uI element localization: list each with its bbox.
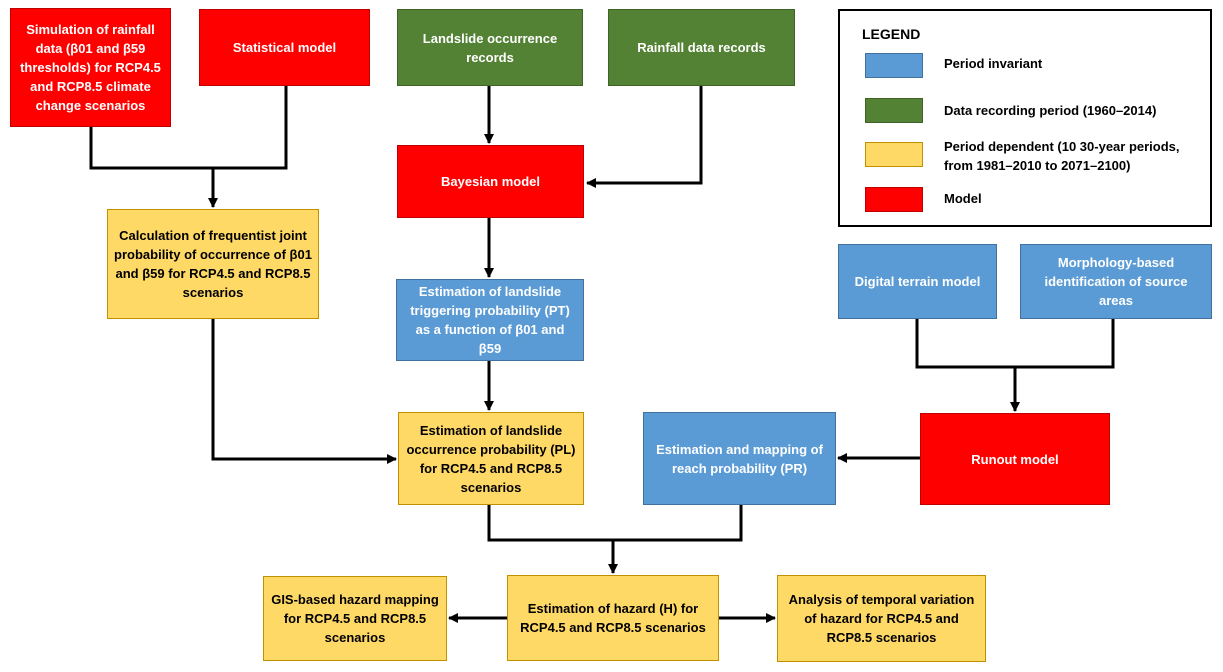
edge-dtm-to-runout — [915, 319, 1015, 369]
edge-occurrence-to-hazard — [487, 505, 613, 542]
node-landslide-records-label: Landslide occurrence records — [422, 30, 558, 65]
node-source-areas-label: Morphology-based identification of sourc… — [1044, 255, 1188, 308]
node-hazard-label: Estimation of hazard (H) for RCP4.5 and … — [520, 601, 706, 635]
node-reach-probability: Estimation and mapping of reach probabil… — [643, 412, 836, 505]
legend-swatch-model — [865, 187, 923, 212]
legend-label-period-dependent: Period dependent (10 30-year periods, fr… — [944, 139, 1180, 173]
legend-label-data-recording: Data recording period (1960–2014) — [944, 103, 1157, 118]
node-temporal-analysis-label: Analysis of temporal variation of hazard… — [788, 592, 975, 645]
node-occurrence-probability: Estimation of landslide occurrence proba… — [398, 412, 584, 505]
edge-rainfall-records-to-bayesian — [586, 86, 703, 188]
node-simulation: Simulation of rainfall data (β01 and β59… — [10, 8, 171, 127]
node-temporal-analysis: Analysis of temporal variation of hazard… — [777, 575, 986, 662]
node-statistical-model-label: Statistical model — [232, 40, 337, 55]
edge-simulation-to-frequentist — [89, 127, 213, 170]
node-rainfall-records-label: Rainfall data records — [637, 40, 766, 55]
node-source-areas: Morphology-based identification of sourc… — [1020, 244, 1212, 319]
legend-label-period-invariant: Period invariant — [944, 56, 1043, 71]
legend: LEGEND Period invariant Data recording p… — [838, 9, 1212, 227]
legend-label-model: Model — [944, 191, 982, 206]
node-reach-probability-label: Estimation and mapping of reach probabil… — [656, 441, 823, 476]
node-dtm-label: Digital terrain model — [854, 274, 981, 289]
node-triggering-probability: Estimation of landslide triggering proba… — [396, 279, 584, 361]
edge-reach-to-hazard — [608, 505, 743, 574]
legend-title: LEGEND — [862, 26, 921, 42]
node-triggering-probability-label: Estimation of landslide triggering proba… — [410, 284, 570, 356]
node-runout-model: Runout model — [920, 413, 1110, 505]
edge-statistical-to-frequentist — [208, 86, 288, 208]
legend-swatch-period-invariant — [865, 53, 923, 78]
node-rainfall-records: Rainfall data records — [608, 9, 795, 86]
legend-swatch-data-recording — [865, 98, 923, 123]
edge-source-areas-to-runout — [1010, 319, 1115, 412]
node-bayesian-model: Bayesian model — [397, 145, 584, 218]
legend-swatch-period-dependent — [865, 142, 923, 167]
node-gis-mapping-label: GIS-based hazard mapping for RCP4.5 and … — [271, 592, 439, 645]
node-landslide-records: Landslide occurrence records — [397, 9, 583, 86]
node-occurrence-probability-label: Estimation of landslide occurrence proba… — [406, 422, 576, 495]
node-dtm: Digital terrain model — [838, 244, 997, 319]
edge-frequentist-to-occurrence — [211, 319, 397, 464]
node-gis-mapping: GIS-based hazard mapping for RCP4.5 and … — [263, 576, 447, 661]
node-frequentist-label: Calculation of frequentist joint probabi… — [114, 228, 312, 300]
node-frequentist: Calculation of frequentist joint probabi… — [107, 209, 319, 319]
node-hazard: Estimation of hazard (H) for RCP4.5 and … — [507, 575, 719, 661]
node-runout-model-label: Runout model — [971, 451, 1059, 467]
node-bayesian-model-label: Bayesian model — [441, 174, 540, 189]
node-simulation-label: Simulation of rainfall data (β01 and β59… — [20, 22, 161, 113]
node-statistical-model: Statistical model — [199, 9, 370, 86]
